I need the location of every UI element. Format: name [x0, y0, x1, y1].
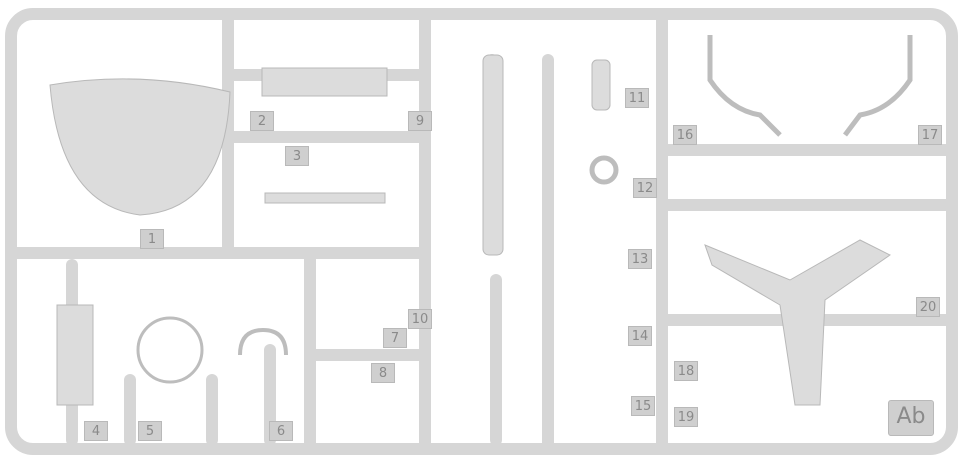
part-number-tag: 16	[673, 125, 697, 145]
part-9-tube	[482, 54, 504, 256]
part-2-block	[261, 67, 388, 97]
part-number-tag: 3	[285, 146, 309, 166]
part-1-shield	[49, 78, 231, 216]
part-number-tag: 20	[916, 297, 940, 317]
part-20-tripod	[704, 239, 891, 406]
part-number-tag: 10	[408, 309, 432, 329]
sprue-code-badge: Ab	[888, 400, 934, 436]
part-number-tag: 18	[674, 361, 698, 381]
part-number-tag: 8	[371, 363, 395, 383]
part-4-plate	[56, 304, 94, 406]
part-number-tag: 13	[628, 249, 652, 269]
outer-frame	[5, 8, 958, 455]
part-number-tag: 14	[628, 326, 652, 346]
part-number-tag: 1	[140, 229, 164, 249]
part-3-bar	[264, 192, 386, 204]
part-5-wheel	[136, 316, 204, 384]
part-6-handle	[238, 327, 288, 356]
part-number-tag: 11	[625, 88, 649, 108]
part-16-arm	[707, 35, 782, 137]
part-number-tag: 2	[250, 111, 274, 131]
part-number-tag: 19	[674, 407, 698, 427]
part-number-tag: 5	[138, 421, 162, 441]
part-17-arm	[843, 35, 913, 137]
part-number-tag: 15	[631, 396, 655, 416]
part-number-tag: 7	[383, 328, 407, 348]
part-number-tag: 12	[633, 178, 657, 198]
part-number-tag: 6	[269, 421, 293, 441]
part-12-ring	[589, 155, 619, 185]
part-number-tag: 4	[84, 421, 108, 441]
part-11-cylinder	[591, 59, 611, 111]
part-number-tag: 9	[408, 111, 432, 131]
part-number-tag: 17	[918, 125, 942, 145]
